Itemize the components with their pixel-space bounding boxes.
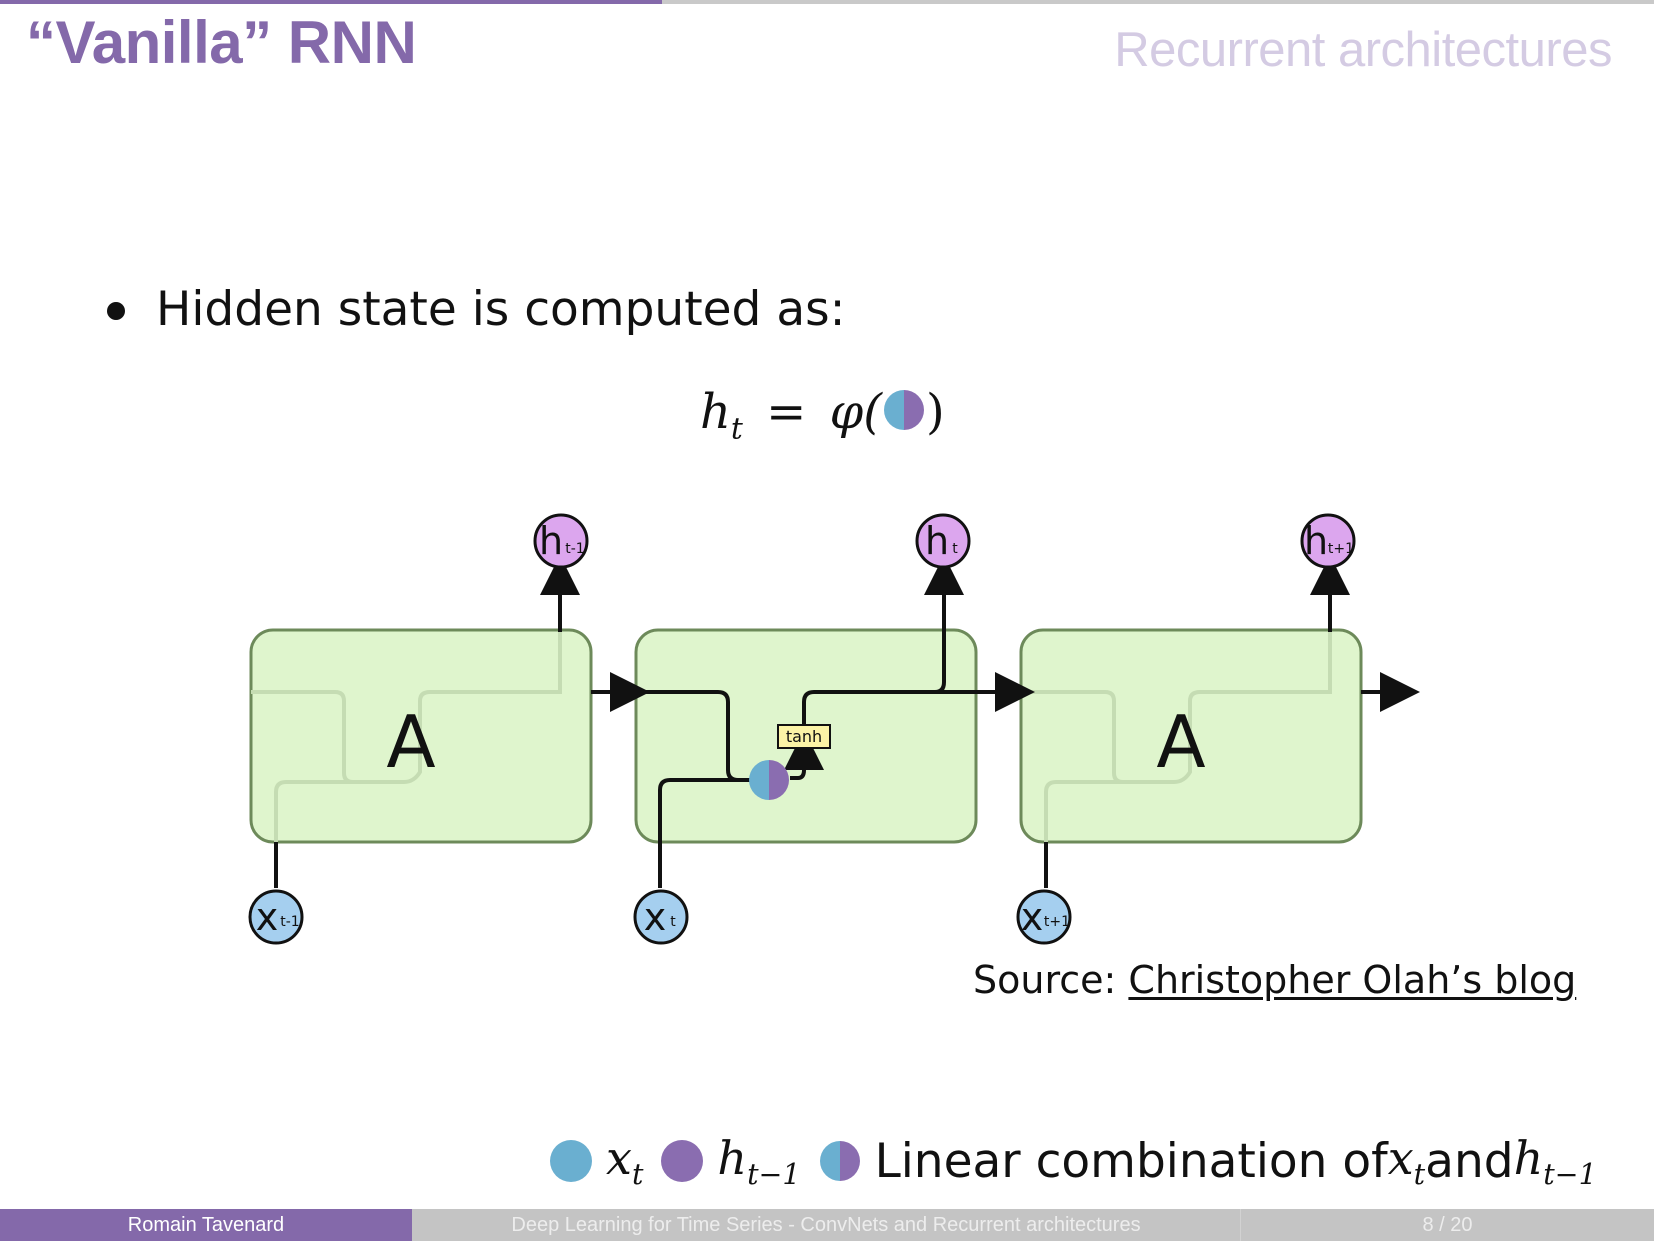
output-node-right-main: h <box>1304 519 1328 563</box>
legend: xt ht−1 Linear combination of xt and ht−… <box>550 1126 1597 1196</box>
footer-page-number: 8 / 20 <box>1240 1209 1654 1241</box>
cell-label-left: A <box>386 700 435 784</box>
section-title: Recurrent architectures <box>1114 23 1612 77</box>
h-dot-icon <box>661 1140 704 1182</box>
output-node-left-main: h <box>539 519 563 563</box>
combined-dot-legend-icon <box>819 1141 860 1181</box>
output-node-right: h t+1 <box>1300 513 1356 569</box>
x-dot-icon <box>550 1140 592 1182</box>
combined-dot-icon <box>883 390 924 430</box>
formula-equals: = <box>766 384 807 440</box>
progress-track <box>0 0 1654 4</box>
source-link[interactable]: Christopher Olah’s blog <box>1128 958 1577 1002</box>
footer: Romain Tavenard Deep Learning for Time S… <box>0 1209 1654 1241</box>
tanh-label: tanh <box>786 727 822 746</box>
legend-and: and <box>1425 1133 1514 1189</box>
output-node-middle-main: h <box>925 519 949 563</box>
hidden-state-formula: ht = φ() <box>700 384 945 454</box>
legend-text-h-sub: t−1 <box>1543 1157 1597 1191</box>
output-node-right-sub: t+1 <box>1328 541 1354 557</box>
input-node-right-main: x <box>1021 895 1044 939</box>
output-node-middle: h t <box>915 513 971 569</box>
bullet-dot <box>107 302 125 320</box>
footer-author: Romain Tavenard <box>0 1209 412 1241</box>
input-node-middle-sub: t <box>670 914 676 930</box>
legend-text-x: xt <box>1388 1131 1425 1191</box>
input-node-right: x t+1 <box>1016 889 1072 945</box>
legend-h-sub: t−1 <box>747 1157 801 1191</box>
legend-h-var: h <box>717 1131 748 1186</box>
legend-text: Linear combination of <box>874 1133 1388 1189</box>
input-node-left-main: x <box>256 895 279 939</box>
to-tanh-wire <box>784 730 824 780</box>
rnn-cell-left: A <box>249 628 593 844</box>
source-credit: Source: Christopher Olah’s blog <box>973 958 1576 1002</box>
rnn-cell-right: A <box>1019 628 1363 844</box>
legend-text-h-var: h <box>1513 1131 1544 1186</box>
input-node-right-sub: t+1 <box>1044 914 1070 930</box>
output-node-left: h t-1 <box>533 513 589 569</box>
input-node-middle-main: x <box>644 895 667 939</box>
output-node-left-sub: t-1 <box>565 541 584 557</box>
formula-close: ) <box>925 384 945 440</box>
input-node-middle: x t <box>633 889 689 945</box>
legend-h: ht−1 <box>717 1131 800 1191</box>
legend-x: xt <box>606 1131 643 1191</box>
legend-text-h: ht−1 <box>1514 1131 1597 1191</box>
source-prefix: Source: <box>973 958 1129 1002</box>
output-wire-middle <box>802 555 964 724</box>
slide-title: “Vanilla” RNN <box>26 9 417 76</box>
legend-x-var: x <box>606 1131 632 1186</box>
tanh-box: tanh <box>777 724 831 749</box>
rnn-unrolled-diagram: A A tanh h t-1 h t <box>248 513 1420 945</box>
footer-title: Deep Learning for Time Series - ConvNets… <box>412 1209 1240 1241</box>
input-node-left: x t-1 <box>248 889 304 945</box>
progress-fill <box>0 0 662 4</box>
formula-func: φ( <box>829 384 882 440</box>
x-input-wire <box>658 778 752 888</box>
bullet-text: Hidden state is computed as: <box>156 282 846 337</box>
legend-x-sub: t <box>631 1157 644 1191</box>
formula-h: h <box>700 384 731 440</box>
input-node-left-sub: t-1 <box>280 914 299 930</box>
legend-text-x-sub: t <box>1413 1157 1426 1191</box>
formula-h-sub: t <box>730 411 743 447</box>
output-node-middle-sub: t <box>952 541 958 557</box>
legend-text-x-var: x <box>1387 1131 1414 1186</box>
combine-icon <box>749 760 789 800</box>
cell-label-right: A <box>1156 700 1205 784</box>
